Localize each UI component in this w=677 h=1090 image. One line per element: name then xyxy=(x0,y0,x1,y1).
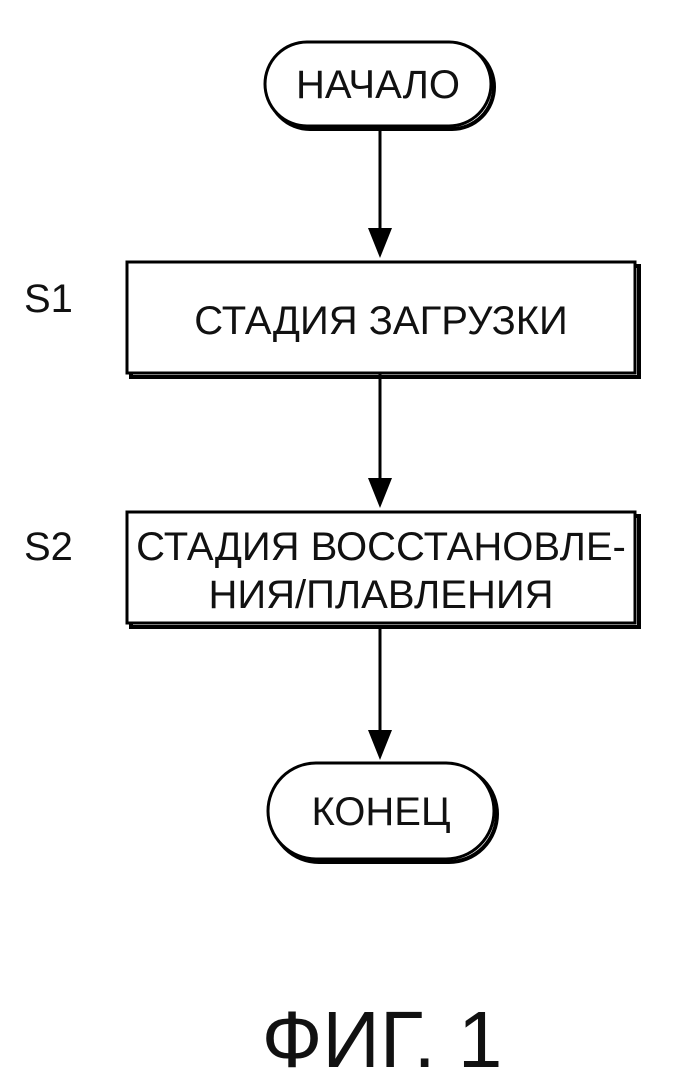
edge-s2-to-end xyxy=(368,625,392,760)
s2-label-line-1: СТАДИЯ ВОССТАНОВЛЕ- xyxy=(136,525,626,569)
figure-caption: ФИГ. 1 xyxy=(262,995,503,1084)
arrow-head-icon xyxy=(368,478,392,508)
step-label-s2: S2 xyxy=(24,525,73,569)
arrow-head-icon xyxy=(368,228,392,258)
edge-start-to-s1 xyxy=(368,125,392,258)
arrow-head-icon xyxy=(368,730,392,760)
step-label-s1: S1 xyxy=(24,277,73,321)
node-s1: S1 СТАДИЯ ЗАГРУЗКИ xyxy=(24,262,639,377)
start-label: НАЧАЛО xyxy=(296,63,460,107)
end-label: КОНЕЦ xyxy=(311,790,450,834)
node-end: КОНЕЦ xyxy=(268,763,497,862)
s2-label-line-2: НИЯ/ПЛАВЛЕНИЯ xyxy=(209,573,554,617)
node-start: НАЧАЛО xyxy=(265,42,494,129)
s1-label: СТАДИЯ ЗАГРУЗКИ xyxy=(194,299,568,343)
node-s2: S2 СТАДИЯ ВОССТАНОВЛЕ- НИЯ/ПЛАВЛЕНИЯ xyxy=(24,512,639,627)
edge-s1-to-s2 xyxy=(368,373,392,508)
